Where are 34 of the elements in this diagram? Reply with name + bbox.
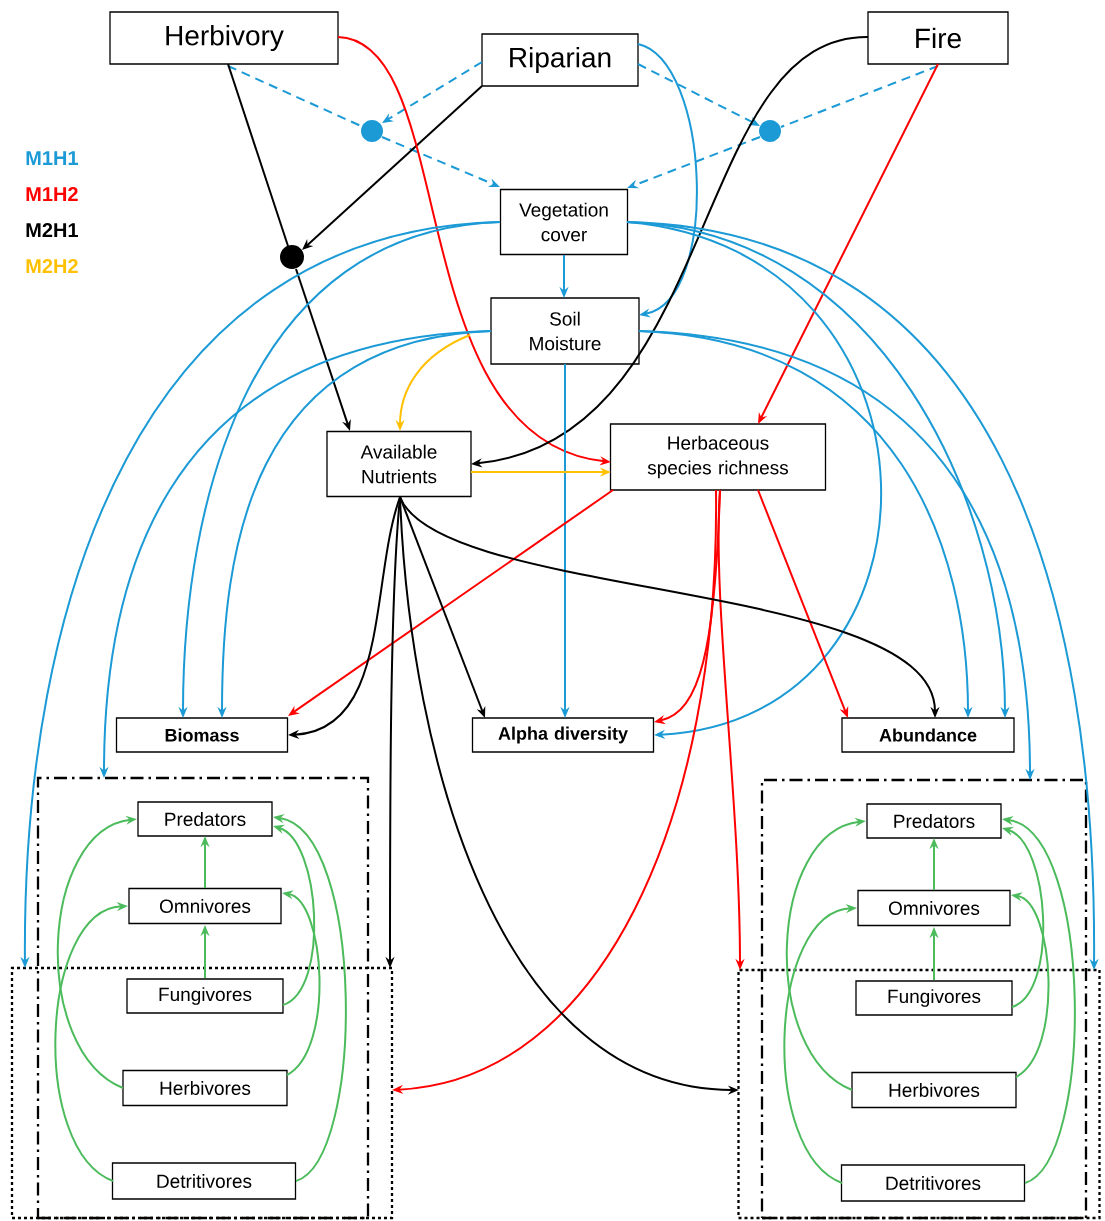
legend-entry: M1H2 <box>26 187 78 201</box>
junction-dot <box>280 245 304 269</box>
response-box: Alpha diversity <box>471 717 655 753</box>
trophic-group-box: Omnivores <box>128 887 282 925</box>
dotted-frame <box>10 966 394 1220</box>
factor-box: Riparian <box>481 33 639 87</box>
variable-box: Soil Moisture <box>490 297 640 365</box>
response-box: Biomass <box>115 717 289 753</box>
junction-dot <box>361 120 383 142</box>
legend-entry: M1H1 <box>26 151 78 165</box>
legend-entry: M2H2 <box>26 259 78 273</box>
dash-dot-frame <box>36 776 370 1220</box>
legend-entry: M2H1 <box>26 223 78 237</box>
trophic-group-box: Herbivores <box>122 1069 288 1107</box>
arrow <box>637 43 698 318</box>
arrow <box>626 221 882 740</box>
trophic-group-box: Omnivores <box>857 889 1011 927</box>
variable-box: Available Nutrients <box>326 430 472 498</box>
arrow <box>302 85 483 250</box>
trophic-group-box: Predators <box>137 801 273 837</box>
junction-dot <box>759 120 781 142</box>
dotted-frame <box>737 968 1101 1220</box>
trophic-group-box: Predators <box>866 803 1002 839</box>
factor-box: Herbivory <box>109 11 339 65</box>
trophic-group-box: Detritivores <box>111 1162 297 1200</box>
response-box: Abundance <box>841 717 1015 753</box>
trophic-group-box: Herbivores <box>851 1071 1017 1109</box>
variable-box: Herbaceous species richness <box>609 423 827 491</box>
variable-box: Vegetation cover <box>499 188 629 256</box>
trophic-group-box: Detritivores <box>840 1164 1026 1202</box>
factor-box: Fire <box>867 11 1009 65</box>
dash-dot-frame <box>760 778 1088 1220</box>
trophic-group-box: Fungivores <box>126 978 284 1014</box>
trophic-group-box: Fungivores <box>855 980 1013 1016</box>
